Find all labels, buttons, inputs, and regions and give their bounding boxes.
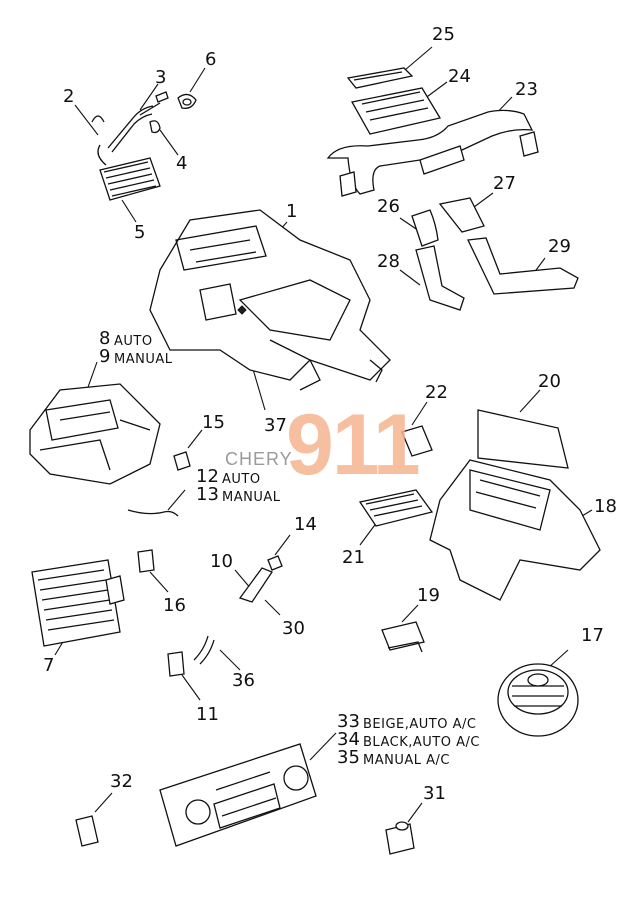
note-8-auto: AUTO	[114, 334, 153, 349]
callout-14: 14	[294, 514, 317, 535]
note-34: BLACK,AUTO A/C	[363, 735, 480, 750]
callout-1: 1	[286, 201, 298, 222]
callout-16: 16	[163, 595, 186, 616]
callout-26: 26	[377, 196, 400, 217]
note-35: MANUAL A/C	[363, 753, 450, 768]
callout-4: 4	[176, 153, 188, 174]
callout-19: 19	[417, 585, 440, 606]
callout-37: 37	[264, 415, 287, 436]
callout-12: 12	[196, 466, 219, 487]
callout-34: 34	[337, 729, 360, 750]
note-13-manual: MANUAL	[222, 490, 281, 505]
note-12-auto: AUTO	[222, 472, 261, 487]
callout-27: 27	[493, 173, 516, 194]
callout-6: 6	[205, 49, 217, 70]
callout-24: 24	[448, 66, 471, 87]
callout-31: 31	[423, 783, 446, 804]
note-33: BEIGE,AUTO A/C	[363, 717, 477, 732]
callout-11: 11	[196, 704, 219, 725]
callout-30: 30	[282, 618, 305, 639]
callout-22: 22	[425, 382, 448, 403]
callout-36: 36	[232, 670, 255, 691]
callout-7: 7	[43, 655, 55, 676]
callout-8: 8	[99, 328, 111, 349]
callout-29: 29	[548, 236, 571, 257]
callout-2: 2	[63, 86, 75, 107]
callout-28: 28	[377, 251, 400, 272]
callout-18: 18	[594, 496, 617, 517]
watermark-brand: CHERY	[225, 449, 293, 469]
callout-33: 33	[337, 711, 360, 732]
callout-20: 20	[538, 371, 561, 392]
callout-9: 9	[99, 346, 111, 367]
callout-35: 35	[337, 747, 360, 768]
callout-21: 21	[342, 547, 365, 568]
callout-10: 10	[210, 551, 233, 572]
watermark-number: 911	[286, 397, 421, 493]
callout-32: 32	[110, 771, 133, 792]
callout-17: 17	[581, 625, 604, 646]
callout-3: 3	[155, 67, 167, 88]
callout-13: 13	[196, 484, 219, 505]
note-9-manual: MANUAL	[114, 352, 173, 367]
callout-25: 25	[432, 24, 455, 45]
callout-23: 23	[515, 79, 538, 100]
callout-5: 5	[134, 222, 146, 243]
callout-15: 15	[202, 412, 225, 433]
